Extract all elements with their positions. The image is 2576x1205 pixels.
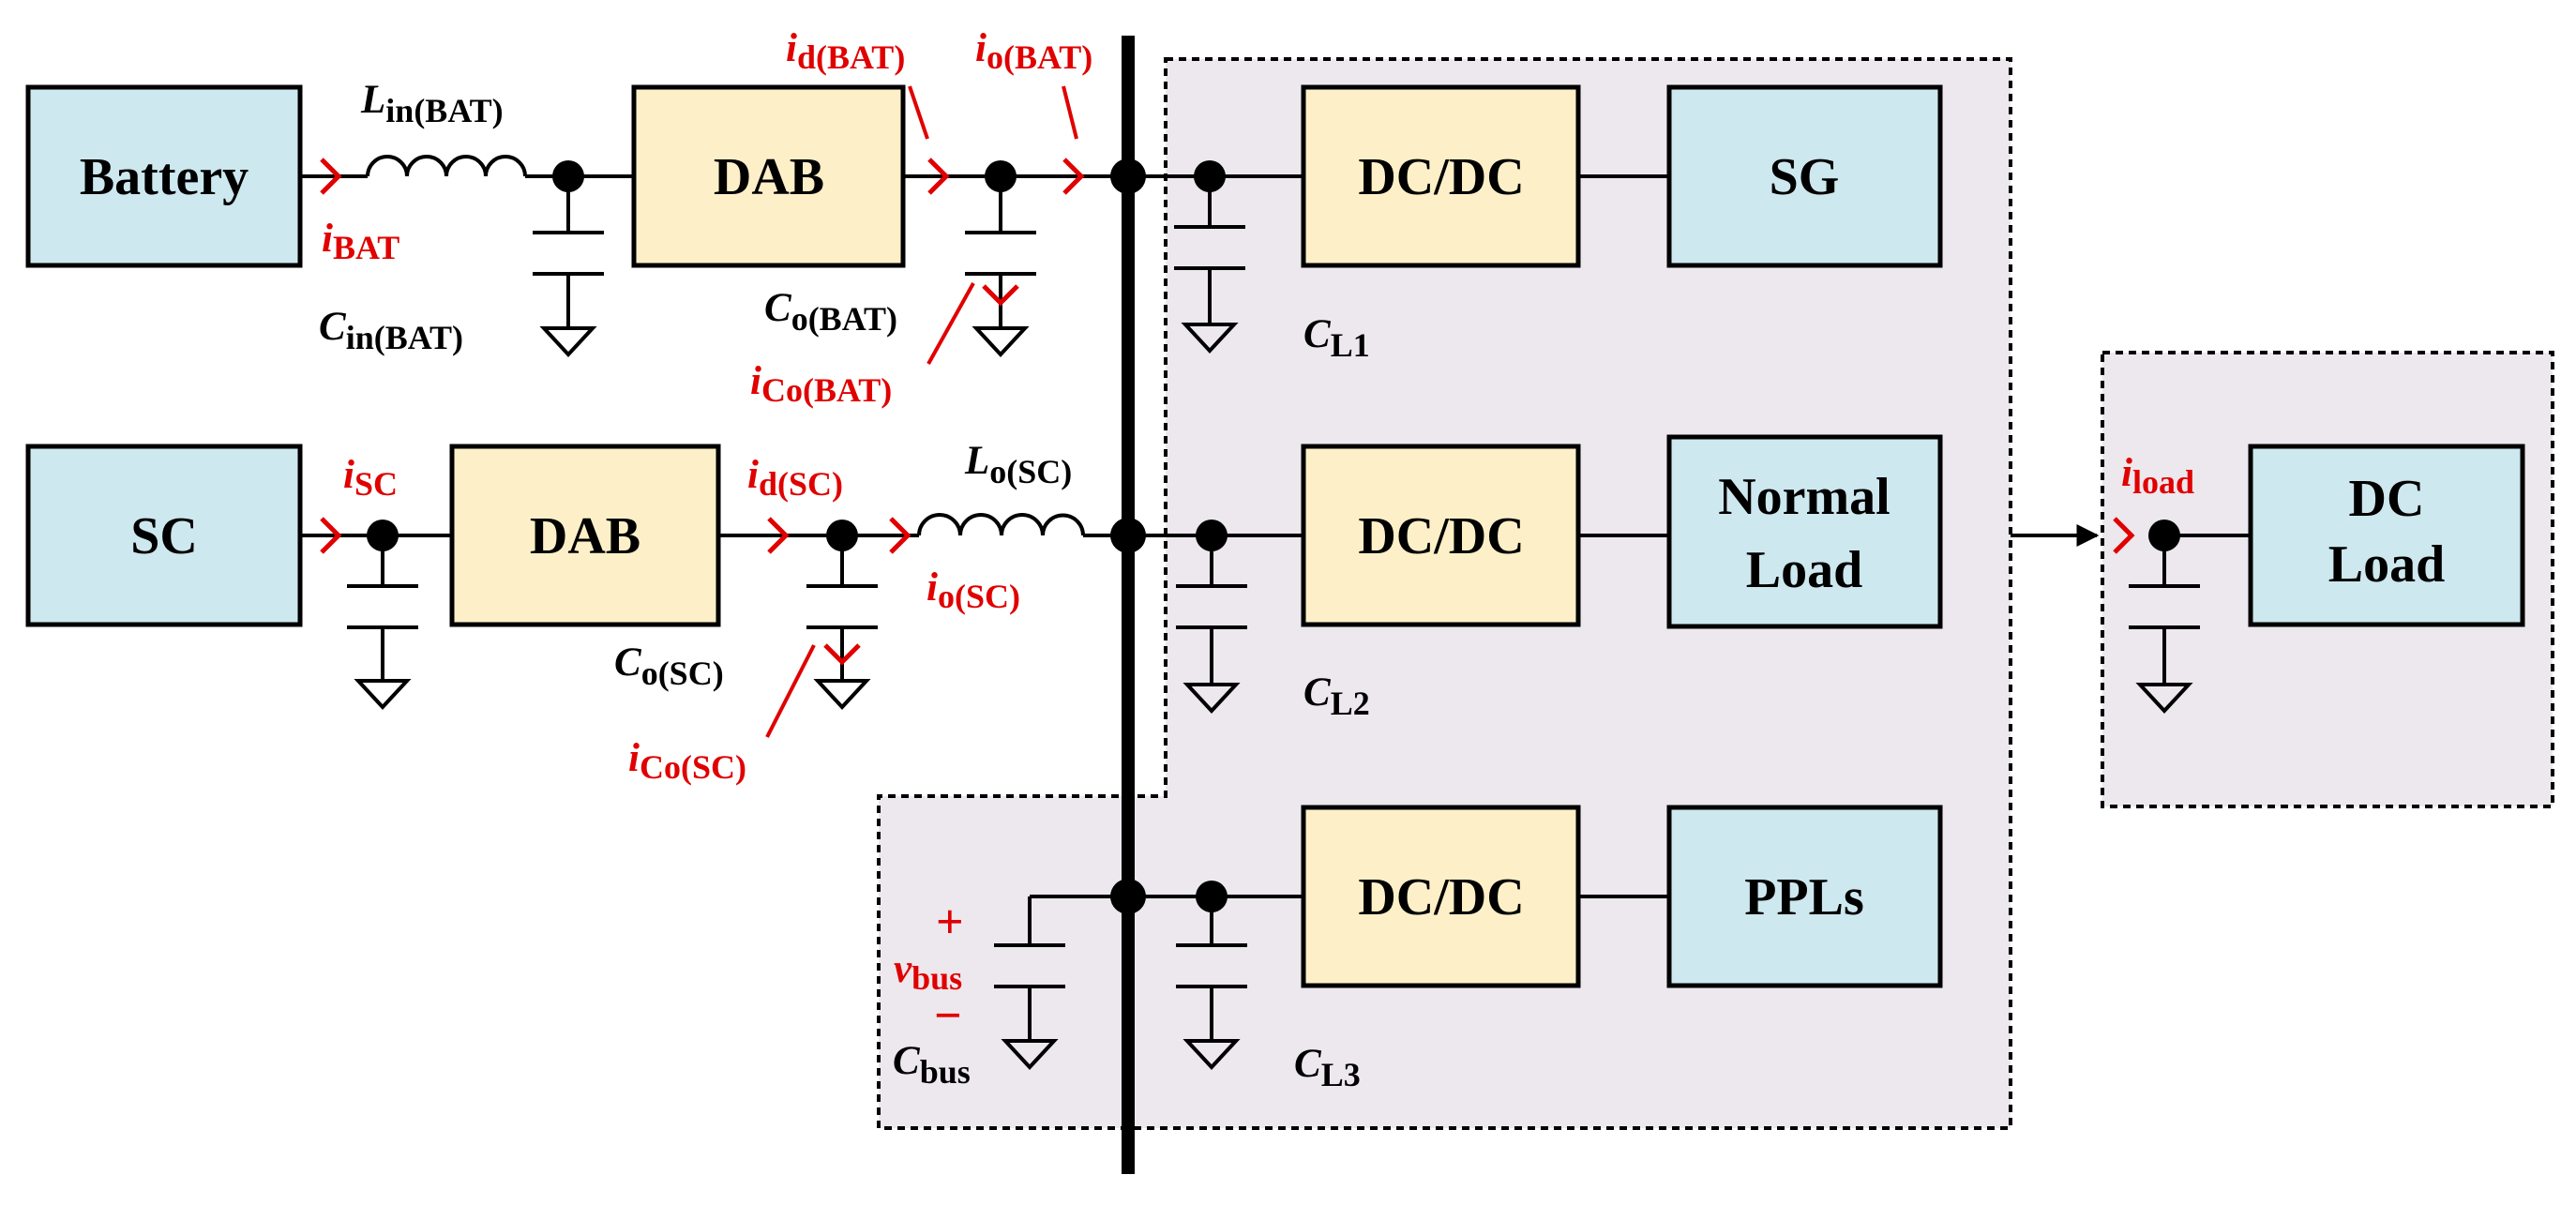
dc-load-block <box>2248 444 2525 627</box>
sc-block <box>25 444 303 627</box>
dab-bat-label: DAB <box>714 148 824 206</box>
label-v-bus: vbus <box>894 947 962 997</box>
dcdc3-label: DC/DC <box>1358 868 1524 926</box>
battery-label: Battery <box>80 148 249 206</box>
capacitor-cbus <box>994 896 1065 1070</box>
ppls-block <box>1666 805 1943 988</box>
label-i-o-bat: io(BAT) <box>975 26 1092 76</box>
inductor-lin-bat <box>366 155 527 177</box>
sc-label: SC <box>130 507 198 565</box>
arrow-i-load <box>2113 517 2135 554</box>
normal-load-label-1: Normal <box>1718 468 1891 526</box>
label-lin-bat: Lin(BAT) <box>360 78 504 129</box>
dab-bat-block <box>631 84 906 268</box>
dcdc2-label: DC/DC <box>1358 507 1524 565</box>
arrow-i-co-bat <box>982 284 1019 307</box>
label-i-d-bat: id(BAT) <box>786 26 905 76</box>
capacitor-co-sc <box>806 535 878 710</box>
arrow-i-o-bat <box>1062 158 1085 195</box>
normal-load-label-2: Load <box>1746 541 1863 599</box>
current-arrows <box>320 158 2135 666</box>
label-cl3: CL3 <box>1294 1042 1361 1093</box>
label-cl2: CL2 <box>1303 670 1370 722</box>
inductor-lo-sc <box>917 513 1085 536</box>
battery-block <box>25 84 303 268</box>
label-i-load: iload <box>2121 451 2194 501</box>
capacitor-co-bat <box>965 176 1036 357</box>
arrow-i-co-sc <box>823 643 861 666</box>
dab-sc-label: DAB <box>530 507 640 565</box>
label-i-co-sc: iCo(SC) <box>628 736 746 786</box>
label-co-sc: Co(SC) <box>614 640 724 692</box>
label-cbus: Cbus <box>893 1039 971 1091</box>
label-cin-bat: Cin(BAT) <box>319 305 463 356</box>
ppls-label: PPLs <box>1744 868 1864 926</box>
dcdc2-block <box>1301 444 1581 627</box>
dcdc3-block <box>1301 805 1581 988</box>
label-i-sc: iSC <box>343 453 398 503</box>
sg-label: SG <box>1770 148 1840 206</box>
junction-dots <box>367 158 2180 914</box>
label-i-bat: iBAT <box>322 217 399 266</box>
label-co-bat: Co(BAT) <box>764 286 897 338</box>
normal-load-block <box>1666 434 1943 629</box>
dc-load-label-1: DC <box>2349 470 2425 528</box>
capacitor-cin-bat <box>533 176 604 357</box>
vbus-minus: − <box>934 989 962 1043</box>
sg-block <box>1666 84 1943 268</box>
label-lo-sc: Lo(SC) <box>964 439 1072 490</box>
arrow-i-sc <box>320 517 342 554</box>
dc-load-label-2: Load <box>2328 535 2446 594</box>
dab-sc-block <box>449 444 721 627</box>
leader-lines <box>765 85 1078 738</box>
blocks <box>25 84 2525 988</box>
arrow-i-o-sc <box>889 517 911 554</box>
dcdc1-block <box>1301 84 1581 268</box>
label-i-d-sc: id(SC) <box>747 453 843 503</box>
capacitor-sc-in <box>347 535 418 710</box>
dcdc1-label: DC/DC <box>1358 148 1524 206</box>
capacitor-cl1 <box>1174 176 1245 354</box>
arrow-i-bat <box>320 158 342 195</box>
label-i-o-sc: io(SC) <box>926 565 1020 615</box>
arrow-i-d-bat <box>927 158 950 195</box>
inductors <box>366 155 1085 536</box>
arrow-i-d-sc <box>767 517 790 554</box>
label-i-co-bat: iCo(BAT) <box>750 359 892 409</box>
label-cl1: CL1 <box>1303 312 1370 364</box>
vbus-plus: + <box>936 896 964 949</box>
